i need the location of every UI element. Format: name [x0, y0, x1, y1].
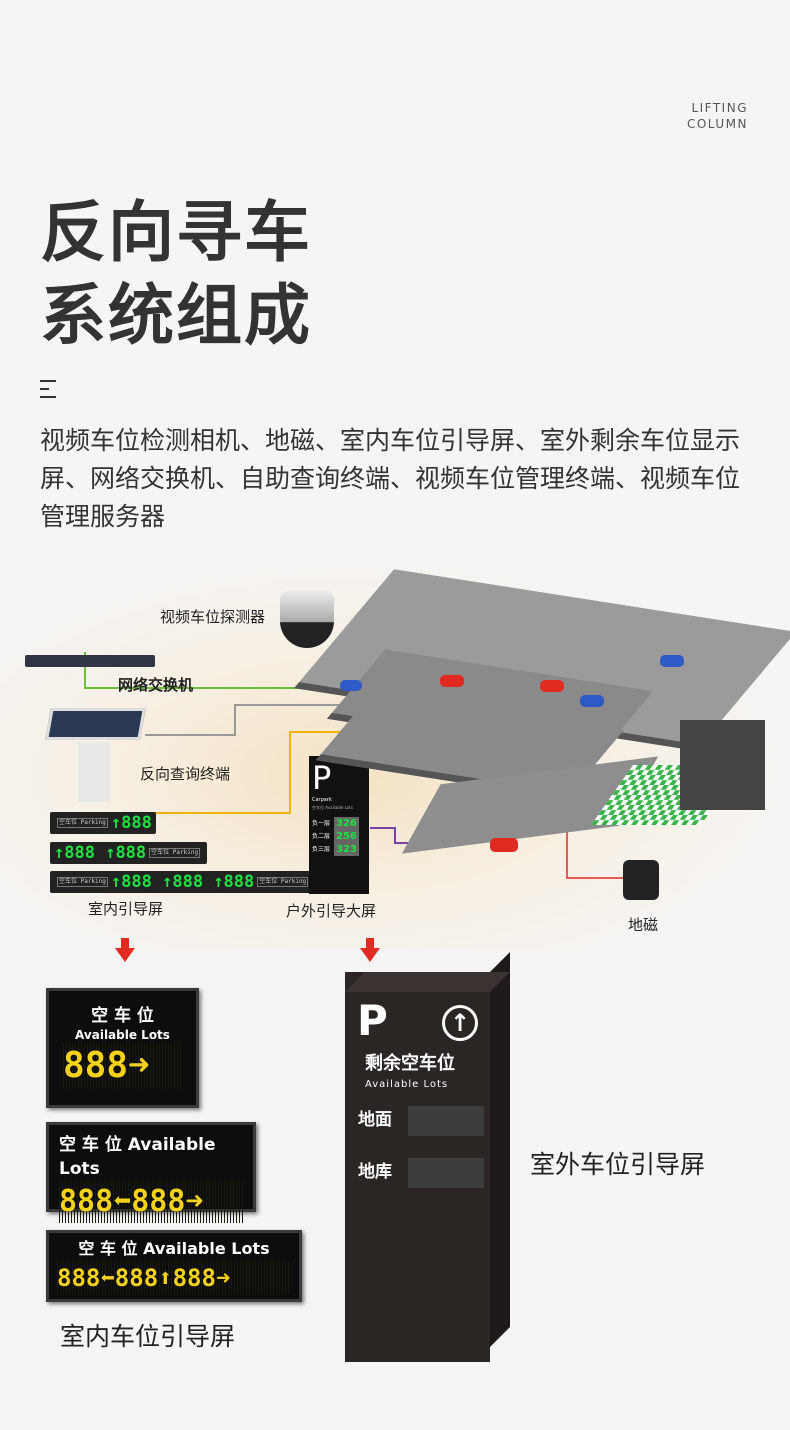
magnet-label: 地磁: [628, 916, 659, 934]
led-tag: 空车位 Parking: [149, 848, 201, 858]
indoor-led-1: 空车位 Parking↑888: [50, 812, 156, 834]
floor-label: 负二层: [312, 833, 331, 840]
sign-value: 888⬅888⬆888➜: [57, 1261, 291, 1295]
floor-label: 负一层: [312, 820, 331, 827]
sign-cn: 剩余空车位: [365, 1053, 455, 1074]
subtitle: 空车位 Available Lots: [312, 805, 353, 810]
indoor-label: 室内引导屏: [88, 900, 164, 918]
down-arrow-icon: [115, 938, 135, 962]
floor-value: 256: [336, 831, 357, 842]
sign-value: 888⬅888➜: [59, 1181, 243, 1223]
kiosk-label: 反向查询终端: [140, 765, 231, 783]
system-diagram: 视频车位探测器 网络交换机 反向查询终端 空车位 Parking↑888 ↑88…: [0, 560, 790, 950]
kiosk-stand-icon: [78, 742, 110, 802]
tag-line-2: COLUMN: [686, 117, 748, 131]
led-panel: [408, 1158, 484, 1188]
row-label: 地面: [358, 1110, 392, 1130]
sign-en: Available Lots: [365, 1079, 449, 1090]
led-tag: 空车位 Parking: [57, 818, 108, 828]
pillar-side: [490, 952, 510, 1347]
dome-camera-icon: [280, 590, 334, 648]
led-tag: 空车位 Parking: [57, 877, 108, 887]
row-label: 地库: [358, 1162, 392, 1182]
floor-label: 负三层: [312, 846, 331, 853]
indoor-caption: 室内车位引导屏: [60, 1322, 236, 1351]
led-value: ↑888: [110, 872, 152, 892]
menu-lines-icon: [40, 380, 56, 404]
brand: Carpark: [312, 797, 332, 803]
sign-en: Available Lots: [75, 1028, 170, 1042]
led-tag: 空车位 Parking: [257, 877, 309, 887]
floor-value: 326: [336, 818, 357, 829]
page-title-line-1: 反向寻车: [40, 194, 312, 271]
car-icon: [340, 680, 362, 691]
car-icon: [440, 675, 464, 687]
pillar-top: [345, 972, 510, 992]
tag-line-1: LIFTING: [691, 101, 748, 115]
kiosk-screen-icon: [45, 708, 146, 740]
led-panel: [408, 1106, 484, 1136]
switch-label: 网络交换机: [118, 676, 194, 694]
indoor-sign-3: 空 车 位 Available Lots 888⬅888⬆888➜: [46, 1230, 302, 1302]
p-logo: P: [312, 759, 332, 797]
description: 视频车位检测相机、地磁、室内车位引导屏、室外剩余车位显示屏、网络交换机、自助查询…: [40, 426, 741, 531]
led-value: ↑888: [105, 843, 147, 863]
indoor-sign-1: 空 车 位 Available Lots 888➜: [46, 988, 199, 1108]
guard-room: [680, 720, 765, 810]
outdoor-mini-sign: P Carpark 空车位 Available Lots 负一层负二层负三层 3…: [309, 756, 369, 894]
indoor-sign-2: 空 车 位 Available Lots 888⬅888➜: [46, 1122, 256, 1223]
led-value: ↑888: [162, 872, 204, 892]
sign-header: 空 车 位 Available Lots: [78, 1239, 270, 1258]
down-arrow-icon: [360, 938, 380, 962]
car-icon: [540, 680, 564, 692]
page-title-line-2: 系统组成: [40, 277, 312, 354]
sign-value: 888➜: [63, 1043, 182, 1089]
p-logo: P: [357, 996, 388, 1045]
car-icon: [490, 838, 518, 852]
up-arrow-icon: ↑: [442, 1005, 478, 1041]
sign-cn: 空 车 位: [91, 1006, 154, 1026]
floor-value: 323: [336, 844, 357, 855]
led-value: ↑888: [110, 813, 152, 833]
sign-header: 空 车 位 Available Lots: [59, 1135, 216, 1179]
car-icon: [580, 695, 604, 707]
outdoor-caption: 室外车位引导屏: [530, 1150, 706, 1179]
camera-label: 视频车位探测器: [160, 608, 266, 626]
outdoor-sign-pillar: P ↑ 剩余空车位 Available Lots 地面 地库: [345, 972, 490, 1362]
geomagnetic-sensor-icon: [623, 860, 659, 900]
outdoor-label: 户外引导大屏: [286, 902, 377, 920]
led-value: ↑888: [54, 843, 95, 863]
car-icon: [660, 655, 684, 667]
lifting-column-tag: LIFTING COLUMN: [687, 100, 748, 132]
network-switch-icon: [25, 655, 155, 667]
led-value: ↑888: [213, 872, 255, 892]
